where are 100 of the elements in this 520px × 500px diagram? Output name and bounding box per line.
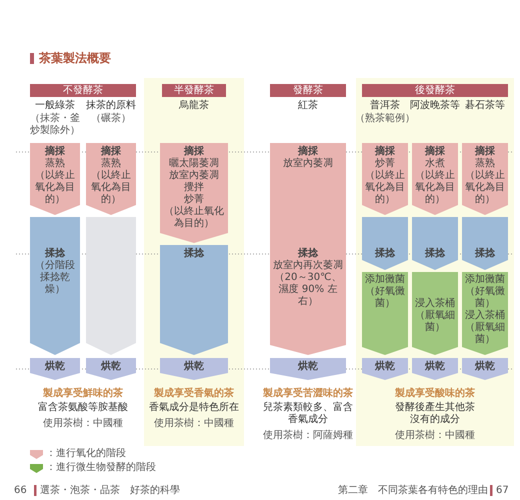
result-text: 製成享受苦澀味的茶 <box>262 388 354 400</box>
result-text: 富含茶氨酸等胺基酸 <box>37 402 129 414</box>
step-text: （以終止氧化為目的） <box>414 170 456 206</box>
step-text: 摘採 <box>296 146 319 158</box>
step-text: 放室內萎凋 <box>168 170 220 182</box>
step-text: 放室內再次萎凋 <box>272 260 344 272</box>
step-text: （厭氧細菌） <box>414 310 456 334</box>
result-text: 製成享受酸味的茶 <box>394 388 476 400</box>
process-step <box>160 358 228 380</box>
step-text: （以終止氧化為目的） <box>464 170 506 206</box>
step-text: 添加黴菌 <box>464 274 506 286</box>
result-text: 使用茶樹：中國種 <box>153 418 235 430</box>
column-panel <box>356 78 514 446</box>
step-text: （厭氧細菌） <box>464 322 506 346</box>
category-header: 後發酵茶 <box>362 84 508 97</box>
step-text: （以終止氧化為目的） <box>34 170 76 206</box>
tea-name: 阿波晚茶等 <box>409 100 461 112</box>
step-text: 摘採 <box>44 146 66 158</box>
tea-name: 普洱茶 <box>369 100 401 112</box>
tea-name: （熟茶範例） <box>354 113 416 125</box>
step-text: 揉捻 <box>474 248 496 260</box>
page-footer: 67 <box>496 485 514 497</box>
step-text: 蒸熟 <box>44 158 66 170</box>
result-text: 使用茶樹：阿薩姆種 <box>262 430 354 442</box>
step-text: 蒸熟 <box>100 158 122 170</box>
result-text: 製成享受鮮味的茶 <box>42 388 124 400</box>
step-text: 摘採 <box>100 146 122 158</box>
step-text: 烘乾 <box>474 361 496 373</box>
process-step <box>462 217 508 270</box>
step-text: 烘乾 <box>424 361 446 373</box>
step-text: 蒸熟 <box>474 158 496 170</box>
step-text: 炒菁 <box>183 194 205 206</box>
step-text: （好氧黴菌） <box>364 286 406 310</box>
step-text: 浸入茶桶 <box>464 310 506 322</box>
page-footer: 第二章 不同茶葉各有特色的理由 <box>330 485 488 497</box>
step-text: 揉捻 <box>374 248 396 260</box>
diagram-title: 茶葉製法概要 <box>39 51 111 65</box>
result-text: 使用茶樹：中國種 <box>42 418 124 430</box>
step-text: （20～30℃、濕度 90% 左右） <box>274 272 342 308</box>
page-footer: 66 <box>14 485 32 497</box>
tea-name: （抹茶・釜炒製除外） <box>29 113 81 137</box>
step-text: 摘採 <box>374 146 396 158</box>
step-text: 烘乾 <box>296 361 319 373</box>
process-step <box>362 272 408 355</box>
process-step <box>412 217 458 270</box>
result-text: 發酵後產生其他茶沒有的成分 <box>394 402 476 426</box>
category-header: 半發酵茶 <box>162 84 226 97</box>
step-text: 烘乾 <box>100 361 122 373</box>
legend-text: ：進行氧化的階段 <box>46 448 126 460</box>
category-header: 發酵茶 <box>270 84 346 97</box>
process-step <box>462 272 508 355</box>
process-step <box>160 245 228 355</box>
step-text: 摘採 <box>182 146 205 158</box>
result-text: 兒茶素類較多、富含香氣成分 <box>262 402 354 426</box>
step-text: 添加黴菌 <box>364 274 406 286</box>
step-text: 放室內萎凋 <box>282 158 334 170</box>
tea-name: （碾茶） <box>90 113 132 125</box>
step-text: 烘乾 <box>44 361 66 373</box>
legend-text: ：進行微生物發酵的階段 <box>46 462 156 474</box>
process-step <box>86 358 136 380</box>
category-header: 不發酵茶 <box>30 84 136 97</box>
step-text: （以終止氧化為目的） <box>364 170 406 206</box>
tea-name: 碁石茶等 <box>464 100 506 112</box>
process-step <box>30 358 80 380</box>
column-panel <box>144 78 244 446</box>
process-step <box>30 217 80 355</box>
step-text: 曬太陽萎凋 <box>168 158 220 170</box>
tea-name: 一般綠茶 <box>34 100 76 112</box>
tea-name: 抹茶的原料 <box>85 100 137 112</box>
step-text: （分階段揉捻乾燥） <box>34 260 76 296</box>
step-text: 攪拌 <box>183 182 205 194</box>
result-text: 香氣成分是特色所在 <box>148 402 240 414</box>
process-step <box>160 143 228 243</box>
process-step <box>270 143 346 355</box>
process-step <box>30 143 80 215</box>
process-step <box>462 143 508 215</box>
result-text: 使用茶樹：中國種 <box>394 430 476 442</box>
step-text: （以終止氧化為目的） <box>90 170 132 206</box>
step-text: （好氧黴菌） <box>464 286 506 310</box>
step-text: 烘乾 <box>374 361 396 373</box>
process-step <box>362 217 408 270</box>
process-step <box>462 358 508 380</box>
process-step <box>362 358 408 380</box>
process-step <box>270 358 346 380</box>
page-footer: 選茶・泡茶・品茶 好茶的科學 <box>40 485 190 497</box>
tea-name: 紅茶 <box>297 100 319 112</box>
process-step <box>412 358 458 380</box>
process-step <box>86 217 136 355</box>
process-step <box>412 143 458 215</box>
step-text: 揉捻 <box>424 248 446 260</box>
process-step <box>412 272 458 355</box>
step-text: 揉捻 <box>182 248 205 260</box>
step-text: 浸入茶桶 <box>414 298 456 310</box>
step-text: 摘採 <box>474 146 496 158</box>
step-text: 摘採 <box>424 146 446 158</box>
step-text: 揉捻 <box>296 248 319 260</box>
step-text: 烘乾 <box>182 361 205 373</box>
step-text: （以終止氧化為目的） <box>163 206 225 230</box>
process-step <box>362 143 408 215</box>
step-text: 揉捻 <box>44 248 66 260</box>
